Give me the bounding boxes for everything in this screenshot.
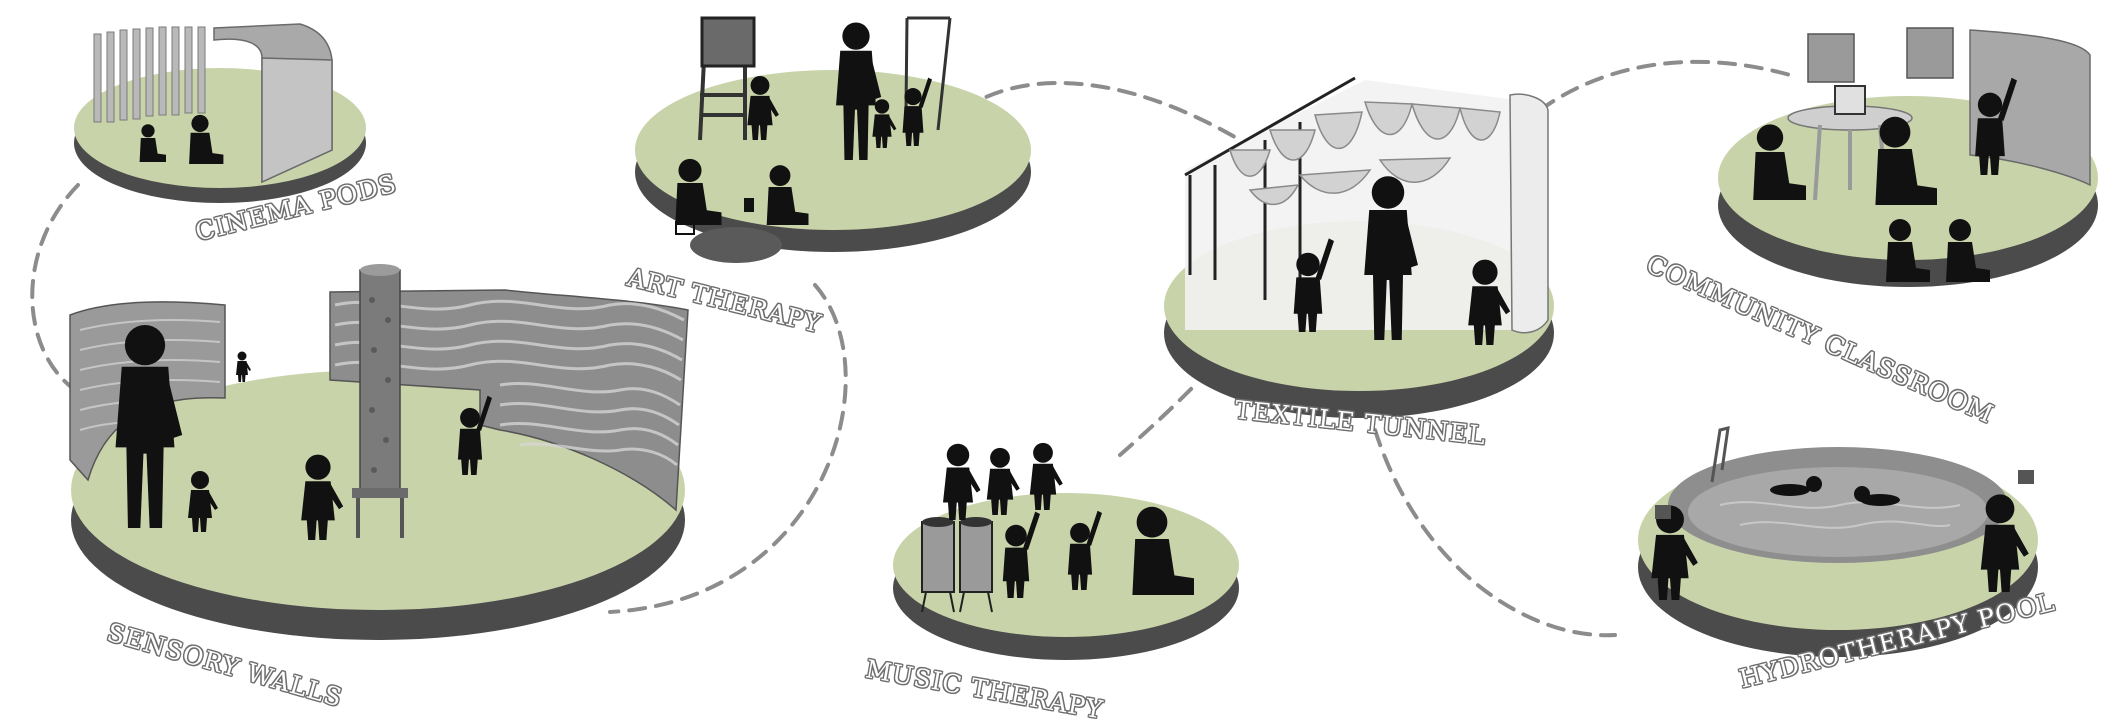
zone-sensory-walls [69,264,689,640]
zone-textile-tunnel [1164,76,1554,418]
zone-cinema-pods [74,23,366,203]
connector-art-sensory [608,283,848,614]
connector-art-textile [961,81,1242,142]
connector-textile-pool [1373,428,1617,638]
diagram-canvas [30,16,2098,660]
zone-hydrotherapy-pool [1638,426,2038,657]
connector-music-textile [1118,383,1197,457]
connector-lines [30,59,1792,638]
zone-music-therapy [893,442,1239,660]
zone-art-therapy [635,16,1031,263]
zone-community-classroom [1718,27,2098,287]
connector-cinema-sensory [30,183,80,392]
zones-diagram: CINEMA PODS SENSORY WALLS ART THERAPY MU… [30,16,2098,725]
connector-textile-community [1538,59,1792,112]
